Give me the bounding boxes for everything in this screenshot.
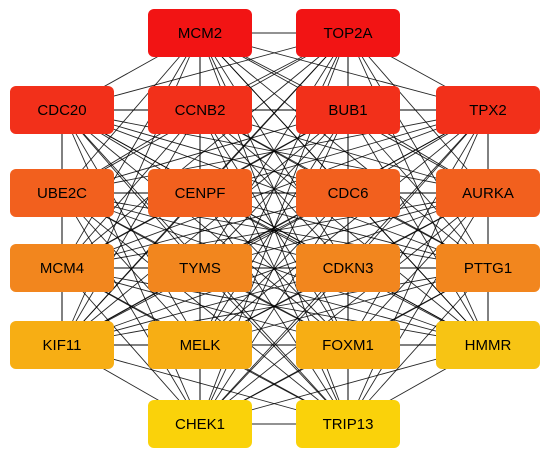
edge-aurka-kif11: [61, 192, 489, 346]
node-box: [296, 86, 400, 134]
node-box: [148, 169, 252, 217]
node-box: [10, 86, 114, 134]
node-box: [296, 9, 400, 57]
edge-tpx2-trip13: [347, 109, 489, 425]
node-box: [10, 321, 114, 369]
node-mcm4[interactable]: MCM4: [10, 244, 114, 292]
edge-ccnb2-mcm4: [61, 109, 201, 269]
node-ube2c[interactable]: UBE2C: [10, 169, 114, 217]
node-foxm1[interactable]: FOXM1: [296, 321, 400, 369]
node-label: PTTG1: [464, 260, 512, 277]
node-hmmr[interactable]: HMMR: [436, 321, 540, 369]
edge-mcm4-chek1: [61, 267, 201, 425]
edge-tpx2-mcm4: [61, 109, 489, 269]
node-label: CDC6: [328, 185, 369, 202]
node-chek1[interactable]: CHEK1: [148, 400, 252, 448]
node-cdkn3[interactable]: CDKN3: [296, 244, 400, 292]
node-aurka[interactable]: AURKA: [436, 169, 540, 217]
node-label: MCM2: [178, 25, 222, 42]
node-label: AURKA: [462, 185, 514, 202]
node-label: TYMS: [179, 260, 221, 277]
node-label: FOXM1: [322, 337, 374, 354]
node-box: [436, 244, 540, 292]
edge-cdkn3-chek1: [199, 267, 349, 425]
node-cenpf[interactable]: CENPF: [148, 169, 252, 217]
edge-ube2c-trip13: [61, 192, 349, 425]
node-top2a[interactable]: TOP2A: [296, 9, 400, 57]
node-tpx2[interactable]: TPX2: [436, 86, 540, 134]
edge-mcm2-pttg1: [199, 32, 489, 269]
node-box: [148, 400, 252, 448]
edge-tpx2-cdkn3: [347, 109, 489, 269]
edge-pttg1-trip13: [347, 267, 489, 425]
node-trip13[interactable]: TRIP13: [296, 400, 400, 448]
edge-ccnb2-kif11: [61, 109, 201, 346]
edge-cdc6-chek1: [199, 192, 349, 425]
edge-tpx2-foxm1: [347, 109, 489, 346]
node-label: CDC20: [37, 102, 86, 119]
node-label: MELK: [180, 337, 221, 354]
node-box: [436, 86, 540, 134]
edge-aurka-mcm4: [61, 192, 489, 269]
node-box: [436, 169, 540, 217]
edge-cenpf-kif11: [61, 192, 201, 346]
node-box: [296, 400, 400, 448]
node-label: KIF11: [43, 337, 82, 354]
node-ccnb2[interactable]: CCNB2: [148, 86, 252, 134]
node-cdc20[interactable]: CDC20: [10, 86, 114, 134]
node-label: CDKN3: [323, 260, 374, 277]
node-melk[interactable]: MELK: [148, 321, 252, 369]
edge-tpx2-ube2c: [61, 109, 489, 194]
node-label: CENPF: [175, 185, 226, 202]
node-bub1[interactable]: BUB1: [296, 86, 400, 134]
edge-aurka-trip13: [347, 192, 489, 425]
node-box: [148, 321, 252, 369]
edge-top2a-aurka: [347, 32, 489, 194]
node-box: [436, 321, 540, 369]
edge-mcm2-ube2c: [61, 32, 201, 194]
edge-aurka-foxm1: [347, 192, 489, 346]
node-label: BUB1: [328, 102, 367, 119]
node-box: [148, 86, 252, 134]
node-box: [296, 244, 400, 292]
edge-cdc20-chek1: [61, 109, 201, 425]
node-label: TRIP13: [323, 416, 374, 433]
node-label: MCM4: [40, 260, 84, 277]
node-tyms[interactable]: TYMS: [148, 244, 252, 292]
edge-tpx2-melk: [199, 109, 489, 346]
node-label: CCNB2: [175, 102, 226, 119]
node-label: HMMR: [465, 337, 512, 354]
node-label: TOP2A: [324, 25, 373, 42]
node-box: [10, 244, 114, 292]
edge-pttg1-kif11: [61, 267, 489, 346]
edge-top2a-mcm4: [61, 32, 349, 269]
edge-top2a-pttg1: [347, 32, 489, 269]
node-box: [296, 321, 400, 369]
edge-bub1-chek1: [199, 109, 349, 425]
edge-bub1-kif11: [61, 109, 349, 346]
node-pttg1[interactable]: PTTG1: [436, 244, 540, 292]
node-cdc6[interactable]: CDC6: [296, 169, 400, 217]
node-mcm2[interactable]: MCM2: [148, 9, 252, 57]
node-box: [148, 9, 252, 57]
node-label: UBE2C: [37, 185, 87, 202]
node-box: [10, 169, 114, 217]
edge-aurka-chek1: [199, 192, 489, 425]
node-kif11[interactable]: KIF11: [10, 321, 114, 369]
node-label: CHEK1: [175, 416, 225, 433]
edge-layer: [61, 32, 489, 425]
node-box: [296, 169, 400, 217]
node-label: TPX2: [469, 102, 507, 119]
edge-mcm2-mcm4: [61, 32, 201, 269]
node-box: [148, 244, 252, 292]
